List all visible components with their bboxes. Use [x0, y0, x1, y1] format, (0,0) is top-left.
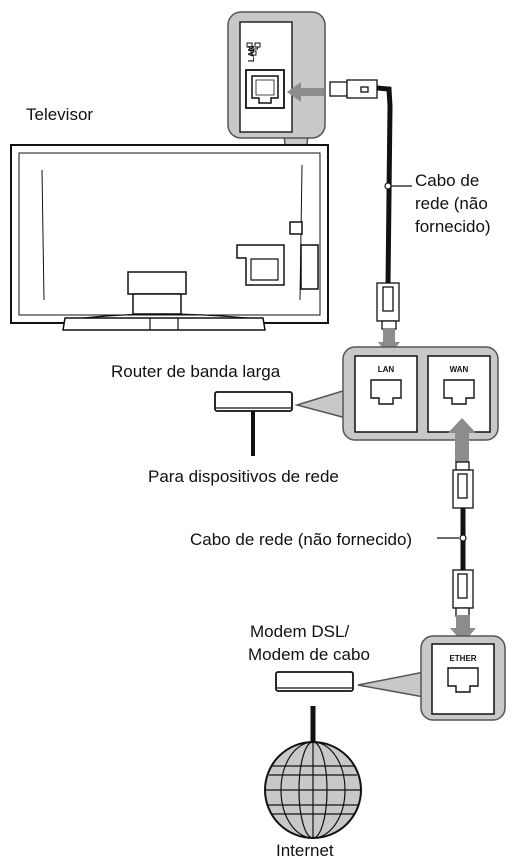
- arrow-into-tv-port: [287, 82, 324, 102]
- cable-2-bottom-plug: [452, 569, 474, 617]
- router-ports-callout: LAN WAN: [294, 346, 499, 441]
- cable-2-label-leader: [437, 534, 467, 542]
- modem-label-line-1: Modem DSL/: [250, 622, 349, 641]
- router-lan-port: LAN: [354, 355, 418, 433]
- modem-callout-pointer: [357, 671, 425, 698]
- router-callout-pointer: [294, 388, 347, 419]
- cable-1-label-line-3: fornecido): [415, 217, 491, 236]
- router-wan-port: WAN: [427, 355, 491, 433]
- modem-port-callout: ETHER: [357, 635, 506, 721]
- tv-stand: [62, 313, 266, 331]
- cable-2-top-plug: [452, 461, 474, 509]
- arrow-into-modem-ether: [450, 615, 476, 643]
- tv-lan-port-callout: LAN: [227, 11, 326, 223]
- devices-label: Para dispositivos de rede: [148, 467, 339, 486]
- modem-callout-joint: [422, 673, 426, 696]
- modem-ether-label: ETHER: [449, 654, 476, 663]
- network-symbol-icon: [246, 42, 261, 56]
- internet-label: Internet: [276, 841, 334, 860]
- router-cable-plug: [376, 282, 400, 330]
- tv-label: Televisor: [26, 105, 93, 124]
- router-lan-label: LAN: [378, 365, 395, 374]
- cable-1-label-line-2: rede (não: [415, 194, 488, 213]
- network-cable-1: [376, 85, 393, 286]
- cable-1-label-leader: [384, 182, 412, 190]
- tv-back-panel: [10, 144, 329, 324]
- modem-label-line-2: Modem de cabo: [248, 645, 370, 664]
- dsl-cable-modem: [275, 671, 354, 743]
- router-callout-joint: [344, 391, 348, 417]
- tv-lan-connector: [289, 221, 303, 235]
- broadband-router: [214, 391, 293, 456]
- router-label: Router de banda larga: [111, 362, 281, 381]
- tv-ethernet-jack: [245, 69, 285, 109]
- tv-cable-plug: [329, 79, 378, 99]
- cable-1-label-line-1: Cabo de: [415, 171, 479, 190]
- modem-ether-port: ETHER: [431, 643, 495, 715]
- router-wan-label: WAN: [450, 365, 469, 374]
- internet-globe-icon: [264, 741, 362, 839]
- arrow-into-router-wan: [448, 418, 476, 462]
- cable-2-label: Cabo de rede (não fornecido): [190, 530, 412, 549]
